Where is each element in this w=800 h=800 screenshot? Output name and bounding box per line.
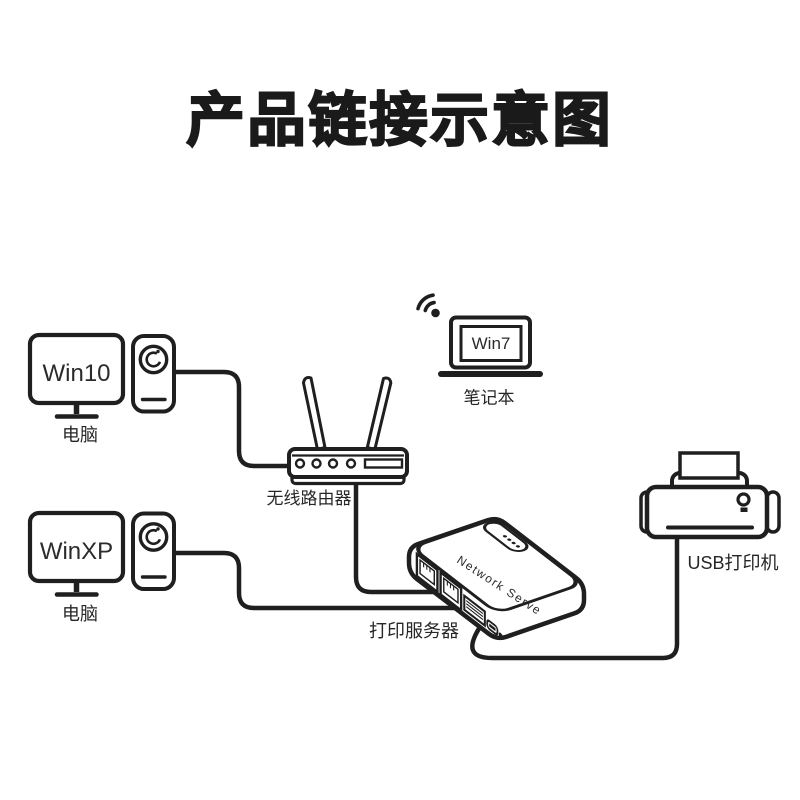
print-server-top-face [416,519,578,612]
wifi-signal-icon [416,293,440,318]
monitor-os-text: Win10 [42,360,110,387]
led-dot [511,541,516,545]
node-label: USB打印机 [687,553,778,573]
micro-usb-inner [489,623,496,632]
print-server-led-dots [502,535,521,548]
laptop-os-text: Win7 [472,334,511,353]
reset-button-dot [498,632,503,639]
led-dot [515,545,521,548]
usb-port-stripes [466,600,483,621]
wifi-arc-outer [416,293,435,311]
node-router: 无线路由器 [267,376,409,508]
wire-pc1-to-router [165,369,299,469]
tower-dial-arc [145,351,162,368]
node-pc2: WinXP 电脑 [27,510,176,624]
node-label: 笔记本 [464,389,515,408]
wire-router-to-print-server [353,475,445,595]
router-vent-slot [363,458,404,469]
tower-dial-icon [138,344,169,375]
router-led [327,458,339,469]
tower-dial-arc [145,528,162,546]
ethernet-port-1 [415,551,439,595]
laptop-screen-inner [459,325,523,362]
page-title: 产品链接示意图 [186,88,613,153]
rj45-pins [446,580,455,591]
led-dot [502,535,508,538]
wifi-arc-inner [423,300,436,313]
tower-dial-dot [156,349,160,354]
node-label: 无线路由器 [267,489,352,508]
router-led [345,458,357,469]
printer-paper [678,451,740,480]
led-dot [507,538,512,541]
connection-wires [165,369,680,661]
router-led [311,458,322,469]
node-label: 电脑 [62,425,98,445]
rj45-pins [423,562,431,573]
node-laptop: Win7 笔记本 [416,293,543,408]
node-print-server: Network Serve 打印服务器 [369,516,587,641]
usb-a-port [463,593,486,628]
router-antenna-right [365,376,393,451]
tower-dial-dot [156,527,160,531]
monitor-os-text: WinXP [40,538,113,565]
wire-print-server-to-printer [470,529,680,661]
node-pc1: Win10 电脑 [27,332,176,445]
router-led-lights [294,458,357,469]
tower-dial-icon [138,522,169,552]
node-printer: USB打印机 [639,451,781,573]
router-led [294,458,306,469]
micro-usb-port [486,619,499,636]
wifi-dot [431,308,440,318]
node-label: 打印服务器 [369,621,459,641]
ethernet-port-2 [439,569,463,613]
node-label: 电脑 [62,604,98,624]
printer-indicator [740,507,748,512]
wire-pc2-to-print-server [165,550,461,611]
print-server-top-outline [416,519,578,612]
print-server-port-face [415,551,503,639]
printer-power-button [736,492,751,507]
router-antenna-left [302,376,327,451]
